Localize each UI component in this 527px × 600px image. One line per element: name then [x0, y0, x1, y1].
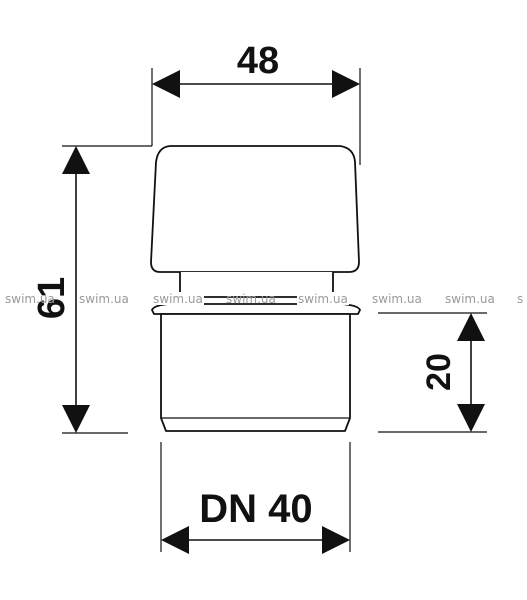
- watermark-text: swim.ua: [79, 292, 129, 306]
- valve-body: [150, 145, 361, 432]
- valve-neck: [179, 272, 334, 298]
- watermark-text: swim.ua: [153, 292, 203, 306]
- watermark-backdrop-1: [152, 292, 204, 305]
- arrow-left-icon: [152, 70, 180, 98]
- arrow-down-icon: [62, 405, 90, 433]
- watermark-backdrop-2: [297, 292, 349, 305]
- watermark-text: swim.ua: [226, 292, 276, 306]
- arrow-socket-up-icon: [457, 313, 485, 341]
- arrow-dn-left-icon: [161, 526, 189, 554]
- arrow-up-icon: [62, 146, 90, 174]
- dimension-width: 48: [151, 40, 361, 165]
- socket-body: [160, 313, 351, 432]
- socket-depth-label: 20: [420, 353, 458, 391]
- height-label: 61: [31, 277, 73, 319]
- dimension-height: 61: [31, 145, 152, 434]
- nominal-diameter-label: DN 40: [199, 487, 312, 531]
- watermark-text-partial: s: [517, 292, 523, 306]
- arrow-socket-down-icon: [457, 404, 485, 432]
- arrow-right-icon: [332, 70, 360, 98]
- arrow-dn-right-icon: [322, 526, 350, 554]
- watermark-text: swim.ua: [372, 292, 422, 306]
- dimension-socket-depth: 20: [378, 312, 487, 433]
- dimension-nominal-diameter: DN 40: [160, 442, 351, 554]
- watermark-text: swim.ua: [445, 292, 495, 306]
- valve-cap: [150, 145, 360, 273]
- width-label: 48: [237, 40, 279, 82]
- watermark-row: swim.ua swim.ua swim.ua swim.ua swim.ua …: [5, 292, 523, 306]
- watermark-text: swim.ua: [298, 292, 348, 306]
- watermark-text: swim.ua: [5, 292, 55, 306]
